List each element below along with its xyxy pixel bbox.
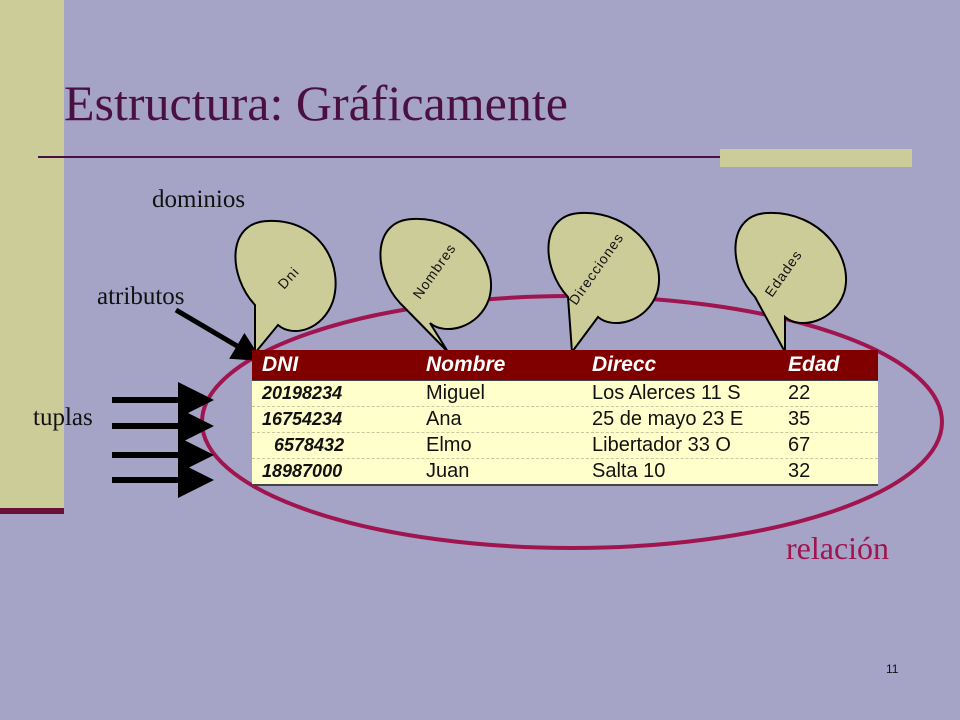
header-nombre: Nombre xyxy=(426,353,506,376)
cell-edad: 35 xyxy=(788,408,811,430)
table-header-row: DNI Nombre Direcc Edad xyxy=(252,350,878,381)
cell-edad: 22 xyxy=(788,382,811,404)
header-dni: DNI xyxy=(262,353,299,376)
table-row: 18987000 Juan Salta 10 32 xyxy=(252,459,878,484)
cell-nombre: Elmo xyxy=(426,434,472,456)
label-atributos: atributos xyxy=(97,283,185,310)
cell-nombre: Juan xyxy=(426,460,470,482)
cell-dni: 16754234 xyxy=(262,409,343,429)
table-row: 16754234 Ana 25 de mayo 23 E 35 xyxy=(252,407,878,433)
page-number: 11 xyxy=(886,662,899,676)
domain-bubble-nombres: Nombres xyxy=(379,217,492,353)
table-row: 20198234 Miguel Los Alerces 11 S 22 xyxy=(252,381,878,407)
tuple-arrows xyxy=(112,382,214,498)
cell-direcc: Libertador 33 O xyxy=(592,434,731,456)
cell-direcc: 25 de mayo 23 E xyxy=(592,408,744,430)
attributes-arrow xyxy=(174,307,263,362)
header-edad: Edad xyxy=(788,353,840,376)
cell-dni: 6578432 xyxy=(274,435,345,455)
slide-title: Estructura: Gráficamente xyxy=(64,75,568,131)
cell-nombre: Miguel xyxy=(426,382,485,404)
domain-bubble-direcciones: Direcciones xyxy=(547,211,660,355)
label-dominios: dominios xyxy=(152,186,246,213)
side-bar-accent xyxy=(0,508,64,514)
relation-table: DNI Nombre Direcc Edad 20198234 Miguel L… xyxy=(252,350,878,486)
title-divider xyxy=(38,156,912,158)
cell-edad: 67 xyxy=(788,434,811,456)
cell-nombre: Ana xyxy=(426,408,462,430)
domain-bubble-edades: Edades xyxy=(734,211,847,353)
cell-direcc: Los Alerces 11 S xyxy=(592,382,741,404)
label-relacion: relación xyxy=(786,530,890,566)
domain-bubble-dni: Dni xyxy=(234,219,337,356)
cell-direcc: Salta 10 xyxy=(592,460,666,482)
title-accent-bar xyxy=(720,149,912,167)
table-row: 6578432 Elmo Libertador 33 O 67 xyxy=(252,433,878,459)
side-bar xyxy=(0,0,64,510)
cell-dni: 20198234 xyxy=(262,383,343,403)
cell-edad: 32 xyxy=(788,460,811,482)
table-body: 20198234 Miguel Los Alerces 11 S 22 1675… xyxy=(252,381,878,486)
cell-dni: 18987000 xyxy=(262,461,343,481)
header-direcc: Direcc xyxy=(592,353,657,376)
label-tuplas: tuplas xyxy=(33,404,93,431)
